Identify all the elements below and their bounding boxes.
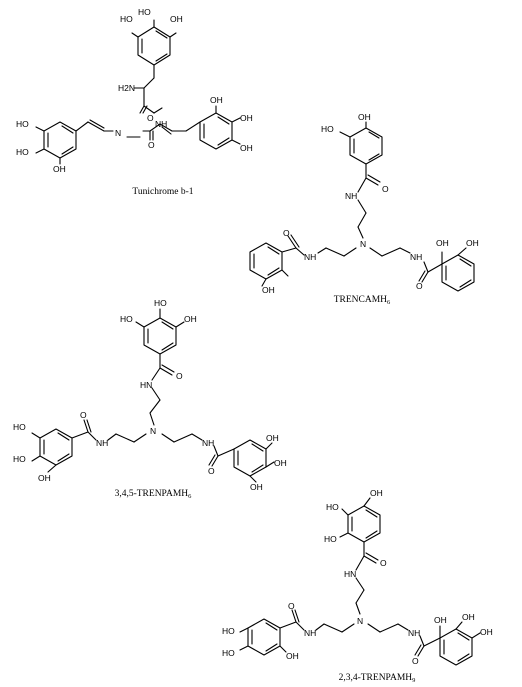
- atom-label: OH: [240, 143, 253, 153]
- atom-label: OH: [184, 314, 197, 324]
- atom-label: OH: [262, 285, 275, 295]
- caption-trenpam345: 3,4,5-TRENPAMH6: [115, 489, 193, 500]
- molecule-trencam: HO OH O NH O NH N NH OH OH OH O TRENCAMH…: [249, 112, 479, 306]
- atom-label: OH: [436, 238, 449, 248]
- molecule-trenpam234: OH HO HO O HN O NH N NH OH OH HO HO OH O…: [222, 488, 493, 684]
- tunichrome-right-ring: [199, 112, 233, 150]
- atom-label: NH: [96, 438, 108, 448]
- trencam-right-ring: [441, 254, 475, 292]
- atom-label: NH: [202, 438, 214, 448]
- atom-label: OH: [466, 238, 479, 248]
- caption-trencam: TRENCAMH6: [334, 295, 391, 306]
- atom-label: HO: [120, 14, 133, 24]
- atom-label: OH: [250, 482, 263, 492]
- atom-label: O: [416, 281, 423, 291]
- caption-trenpam234: 2,3,4-TRENPAMH9: [339, 673, 416, 684]
- atom-label: NH: [345, 191, 357, 201]
- atom-label: N: [360, 239, 366, 249]
- atom-label: NH: [304, 252, 316, 262]
- atom-label: OH: [480, 627, 493, 637]
- atom-label: OH: [462, 612, 475, 622]
- atom-label: HO: [154, 298, 167, 308]
- atom-label: OH: [434, 615, 447, 625]
- molecule-trenpam345: HO OH HO O HN HO O NH N NH HO OH OH O OH…: [13, 298, 287, 500]
- trencam-left-ring: [249, 242, 283, 280]
- atom-label: HO: [13, 454, 26, 464]
- trenpam234-left-ring: [247, 618, 281, 656]
- atom-label: N: [357, 616, 363, 626]
- molecule-tunichrome: HO OH HO H2N O NH HO HO OH N O OH OH OH …: [16, 7, 253, 197]
- atom-label: HO: [326, 502, 339, 512]
- atom-label: H2N: [118, 83, 135, 93]
- atom-label: O: [176, 371, 183, 381]
- tunichrome-left-ring: [43, 121, 77, 159]
- atom-label: HO: [324, 534, 337, 544]
- trenpam345-left-ring: [39, 428, 73, 466]
- atom-label: NH: [155, 119, 167, 129]
- atom-label: OH: [286, 651, 299, 661]
- atom-label: NH: [410, 252, 422, 262]
- atom-label: OH: [274, 458, 287, 468]
- atom-label: O: [283, 228, 290, 238]
- atom-label: HO: [222, 648, 235, 658]
- atom-label: OH: [266, 433, 279, 443]
- atom-label: O: [148, 140, 155, 150]
- atom-label: OH: [210, 95, 223, 105]
- atom-label: HO: [222, 626, 235, 636]
- atom-label: HO: [321, 124, 334, 134]
- trencam-top-ring: [349, 127, 383, 165]
- atom-label: HO: [16, 119, 29, 129]
- atom-label: O: [208, 466, 215, 476]
- atom-label: O: [382, 184, 389, 194]
- atom-label: NH: [408, 628, 420, 638]
- atom-label: O: [288, 601, 295, 611]
- atom-label: OH: [38, 473, 51, 483]
- atom-label: NH: [304, 628, 316, 638]
- trenpam234-top-ring: [347, 505, 381, 543]
- atom-label: OH: [240, 113, 253, 123]
- atom-label: OH: [370, 488, 383, 498]
- trenpam345-top-ring: [143, 317, 177, 355]
- atom-label: N: [115, 128, 121, 138]
- atom-label: N: [150, 426, 156, 436]
- trenpam234-right-ring: [439, 628, 473, 666]
- tunichrome-top-ring: [137, 26, 171, 66]
- atom-label: HN: [140, 380, 152, 390]
- atom-label: HO: [13, 422, 26, 432]
- atom-label: OH: [358, 112, 371, 122]
- atom-label: HN: [344, 569, 356, 579]
- trenpam345-right-ring: [233, 439, 267, 477]
- atom-label: O: [380, 558, 387, 568]
- atom-label: HO: [16, 147, 29, 157]
- atom-label: O: [80, 410, 87, 420]
- atom-label: O: [147, 113, 154, 123]
- atom-label: OH: [53, 164, 66, 174]
- caption-tunichrome: Tunichrome b-1: [132, 187, 193, 197]
- atom-label: OH: [170, 14, 183, 24]
- atom-label: O: [412, 656, 419, 666]
- atom-label: HO: [120, 314, 133, 324]
- atom-label: HO: [138, 7, 151, 17]
